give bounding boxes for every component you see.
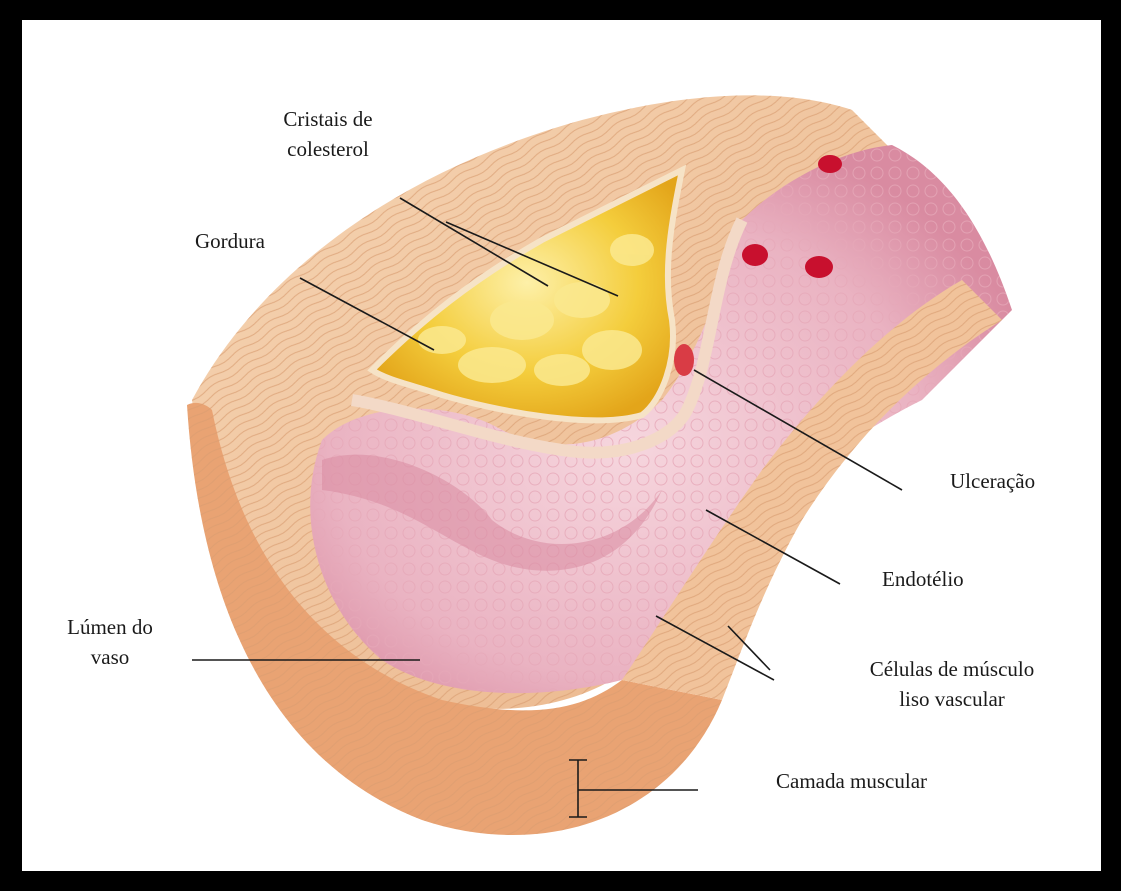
- label-fat: Gordura: [195, 226, 265, 256]
- label-lumen-line1: Lúmen do: [50, 612, 170, 642]
- label-smooth-muscle-line1: Células de músculo: [852, 654, 1052, 684]
- diagram-panel: Cristais de colesterol Gordura Ulceração…: [22, 20, 1101, 871]
- label-cholesterol-line1: Cristais de: [268, 104, 388, 134]
- label-vessel-lumen: Lúmen do vaso: [50, 612, 170, 672]
- label-cholesterol-crystals: Cristais de colesterol: [268, 104, 388, 164]
- label-muscle-layer: Camada muscular: [776, 766, 927, 796]
- label-endothelium: Endotélio: [882, 564, 964, 594]
- label-smooth-muscle-cells: Células de músculo liso vascular: [852, 654, 1052, 714]
- label-ulceration: Ulceração: [950, 466, 1035, 496]
- artery-illustration: [22, 20, 1101, 871]
- label-lumen-line2: vaso: [50, 642, 170, 672]
- label-cholesterol-line2: colesterol: [268, 134, 388, 164]
- label-smooth-muscle-line2: liso vascular: [852, 684, 1052, 714]
- ulceration-spot: [674, 344, 694, 376]
